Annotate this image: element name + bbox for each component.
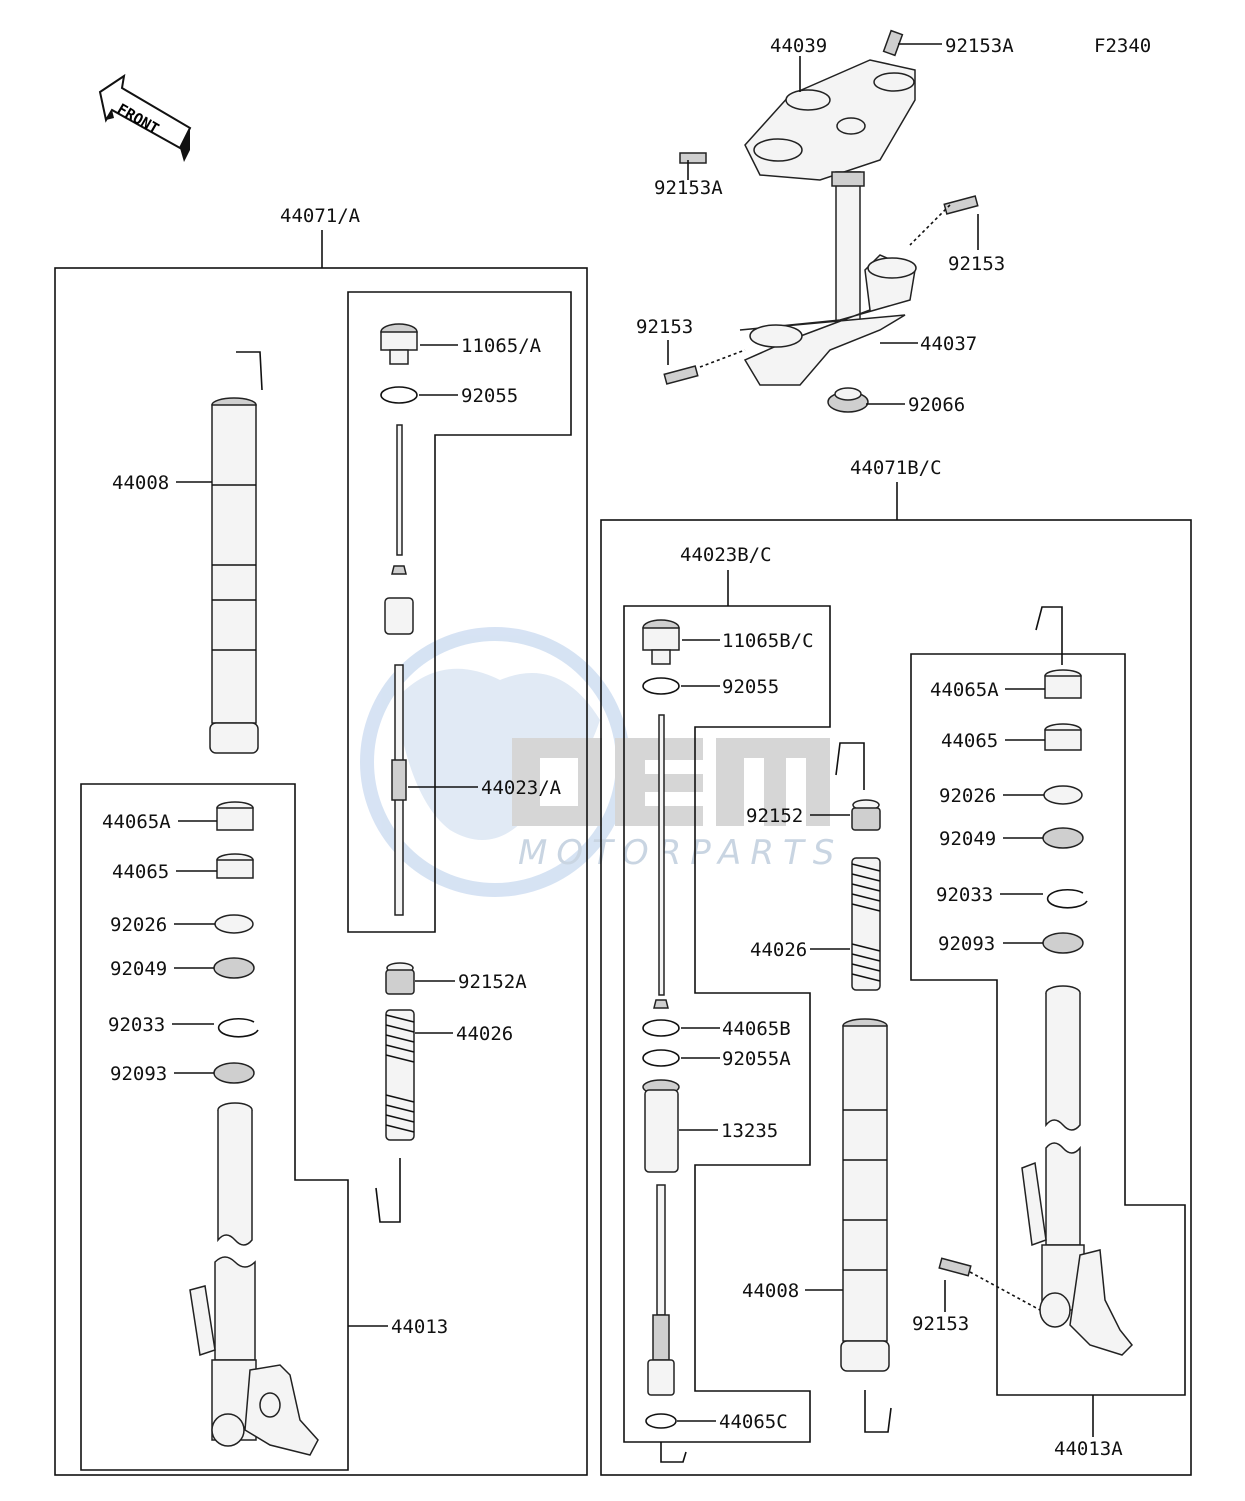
watermark-subtitle: MOTORPARTS xyxy=(518,833,843,873)
washer-92026-left xyxy=(214,914,254,934)
label-92152: 92152 xyxy=(746,805,803,827)
upper-bracket-44039 xyxy=(744,59,916,181)
label-44008-right: 44008 xyxy=(742,1280,799,1302)
washer-92026-right xyxy=(1043,785,1083,805)
fork-slider-44013 xyxy=(189,1102,319,1456)
spring-seat-92152 xyxy=(851,799,881,831)
label-92055A: 92055A xyxy=(722,1048,791,1070)
axle-clamp-bolt-92153 xyxy=(938,1257,972,1277)
dust-seal-92093-right xyxy=(1042,932,1084,954)
stem-cap-92066 xyxy=(827,387,869,413)
label-92033-right: 92033 xyxy=(936,884,993,906)
label-92093-left: 92093 xyxy=(110,1063,167,1085)
label-44026-right: 44026 xyxy=(750,939,807,961)
slider-box-44013 xyxy=(80,783,349,1471)
figure-code: F2340 xyxy=(1094,35,1151,57)
outer-tube-44008-right xyxy=(840,1018,890,1372)
label-44065-left: 44065 xyxy=(112,861,169,883)
o-ring-44065B xyxy=(642,1019,680,1037)
slider-box-44013A xyxy=(910,653,1186,1396)
oil-seal-92049-left xyxy=(213,957,255,979)
bushing-44065-left xyxy=(216,853,254,879)
assembly-box-44071BC xyxy=(600,519,1192,1476)
bushing-44065A-right xyxy=(1044,669,1082,699)
label-92055-left: 92055 xyxy=(461,385,518,407)
o-ring-44065C xyxy=(645,1413,677,1429)
label-92049-left: 92049 xyxy=(110,958,167,980)
damper-box-44023A xyxy=(347,291,572,933)
circlip-92033-left xyxy=(217,1017,259,1038)
label-44037: 44037 xyxy=(920,333,977,355)
front-direction-arrow: FRONT xyxy=(98,73,192,162)
label-13235: 13235 xyxy=(721,1120,778,1142)
label-44008-left: 44008 xyxy=(112,472,169,494)
label-44013: 44013 xyxy=(391,1316,448,1338)
label-44023A: 44023/A xyxy=(481,777,562,799)
label-44071A: 44071/A xyxy=(280,205,361,227)
label-44026-left: 44026 xyxy=(456,1023,513,1045)
fork-spring-44026-left xyxy=(385,1009,415,1141)
label-11065A: 11065/A xyxy=(461,335,542,357)
bushing-44065A-left xyxy=(216,801,254,831)
label-92026-left: 92026 xyxy=(110,914,167,936)
oem-watermark: MOTORPARTS xyxy=(360,627,843,897)
o-ring-92055-right xyxy=(642,677,680,695)
damper-rod-44023BC xyxy=(653,714,669,1009)
oil-seal-92049-right xyxy=(1042,827,1084,849)
label-44065A-right: 44065A xyxy=(930,679,999,701)
label-92152A: 92152A xyxy=(458,971,527,993)
label-44071BC: 44071B/C xyxy=(850,457,942,479)
outer-tube-44008-left xyxy=(209,351,263,754)
label-92066: 92066 xyxy=(908,394,965,416)
circlip-92033-right xyxy=(1046,888,1088,909)
label-44065A-left: 44065A xyxy=(102,811,171,833)
label-44023BC: 44023B/C xyxy=(680,544,772,566)
label-92093-right: 92093 xyxy=(938,933,995,955)
stem-bolt-92153A-top xyxy=(882,29,904,57)
damper-box-44023BC xyxy=(623,605,831,1443)
dust-seal-92093-left xyxy=(213,1062,255,1084)
label-92153A-left: 92153A xyxy=(654,177,723,199)
label-44065B: 44065B xyxy=(722,1018,791,1040)
lower-bracket-44037 xyxy=(739,171,917,386)
fork-slider-44013A xyxy=(1021,985,1134,1356)
assembly-box-44071A xyxy=(54,267,588,1476)
o-ring-92055A xyxy=(642,1049,680,1067)
cap-bolt-11065A xyxy=(380,323,418,365)
label-92153A-top: 92153A xyxy=(945,35,1014,57)
label-44065C: 44065C xyxy=(719,1411,788,1433)
label-92153-bottom: 92153 xyxy=(912,1313,969,1335)
o-ring-92055-left xyxy=(380,386,418,404)
stem-bolt-92153-left xyxy=(663,365,699,385)
label-11065BC: 11065B/C xyxy=(722,630,814,652)
cartridge-13235 xyxy=(642,1079,680,1173)
piston-rod-lower xyxy=(647,1184,675,1396)
bushing-44065-right xyxy=(1044,723,1082,751)
damper-rod-44023A xyxy=(384,424,414,916)
stem-bolt-92153A-left xyxy=(679,152,707,164)
label-92055-right: 92055 xyxy=(722,676,779,698)
fork-spring-44026-right xyxy=(851,857,881,991)
spring-seat-92152A xyxy=(385,962,415,995)
label-92153-left: 92153 xyxy=(636,316,693,338)
label-92033-left: 92033 xyxy=(108,1014,165,1036)
label-44065-right: 44065 xyxy=(941,730,998,752)
label-92049-right: 92049 xyxy=(939,828,996,850)
cap-bolt-11065BC xyxy=(642,619,680,665)
label-44013A: 44013A xyxy=(1054,1438,1123,1460)
label-92026-right: 92026 xyxy=(939,785,996,807)
label-92153-right: 92153 xyxy=(948,253,1005,275)
label-44039: 44039 xyxy=(770,35,827,57)
